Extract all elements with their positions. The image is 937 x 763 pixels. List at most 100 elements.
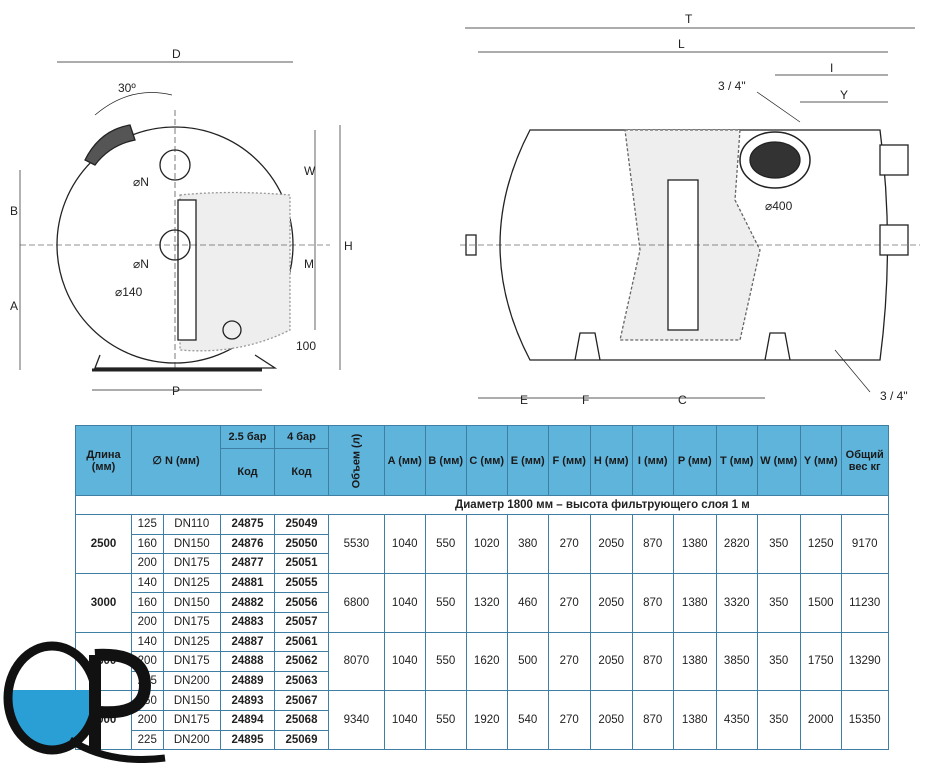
specs-table: Длина (мм) ∅ N (мм) 2.5 бар 4 бар Объем … <box>75 425 889 751</box>
dn-cell: DN175 <box>162 553 222 574</box>
value-cell: 1380 <box>672 690 717 751</box>
dim-D: D <box>172 47 181 61</box>
code-4-bar-cell: 25067 <box>274 690 329 711</box>
dim-C: C <box>678 393 687 407</box>
header-2-5-bar: 2.5 бар <box>220 425 275 449</box>
length-cell: 3000 <box>75 572 132 633</box>
dim-Y: Y <box>840 88 848 102</box>
code-4-bar-cell: 25057 <box>274 611 329 633</box>
header-n: ∅ N (мм) <box>131 425 221 496</box>
code-2-5-bar-cell: 24894 <box>220 709 275 731</box>
value-cell: 1040 <box>383 631 426 692</box>
value-cell: 500 <box>506 631 549 692</box>
code-2-5-bar-cell: 24887 <box>220 631 275 653</box>
value-cell: 9340 <box>328 690 385 751</box>
code-2-5-bar-cell: 24895 <box>220 729 275 751</box>
n-mm-cell: 160 <box>131 533 164 555</box>
code-4-bar-cell: 25050 <box>274 533 329 555</box>
value-cell: 550 <box>424 514 467 574</box>
length-cell: 2500 <box>75 514 132 574</box>
table-body: Диаметр 1800 мм – высота фильтрующего сл… <box>75 495 889 751</box>
n-mm-cell: 140 <box>131 631 164 653</box>
value-cell: 350 <box>756 690 801 751</box>
value-cell: 1500 <box>799 572 842 633</box>
header-T: T (мм) <box>715 425 758 496</box>
dn-cell: DN110 <box>162 514 222 535</box>
value-cell: 350 <box>756 514 801 574</box>
value-cell: 1040 <box>383 572 426 633</box>
value-cell: 1620 <box>465 631 508 692</box>
dim-P: P <box>172 384 180 398</box>
header-Y: Y (мм) <box>799 425 842 496</box>
dim-A: A <box>10 299 18 313</box>
value-cell: 1250 <box>799 514 842 574</box>
value-cell: 6800 <box>328 572 385 633</box>
dim-140: ⌀140 <box>115 285 143 299</box>
dim-N-mid: ⌀N <box>133 257 149 271</box>
dim-E: E <box>520 393 528 407</box>
header-weight: Общий вес кг <box>840 425 889 496</box>
dim-I: I <box>830 61 833 75</box>
value-cell: 1380 <box>672 631 717 692</box>
dim-N-top: ⌀N <box>133 175 149 189</box>
code-2-5-bar-cell: 24883 <box>220 611 275 633</box>
value-cell: 1020 <box>465 514 508 574</box>
value-cell: 13290 <box>840 631 889 692</box>
value-cell: 3850 <box>715 631 758 692</box>
header-W: W (мм) <box>756 425 801 496</box>
header-F: F (мм) <box>547 425 591 496</box>
code-2-5-bar-cell: 24882 <box>220 592 275 613</box>
value-cell: 1040 <box>383 514 426 574</box>
header-I: I (мм) <box>631 425 674 496</box>
front-view <box>460 27 920 399</box>
n-mm-cell: 140 <box>131 572 164 594</box>
value-cell: 8070 <box>328 631 385 692</box>
value-cell: 870 <box>631 514 674 574</box>
value-cell: 4350 <box>715 690 758 751</box>
dim-F: F <box>582 393 589 407</box>
value-cell: 550 <box>424 572 467 633</box>
value-cell: 550 <box>424 631 467 692</box>
value-cell: 1380 <box>672 514 717 574</box>
n-mm-cell: 200 <box>131 553 164 574</box>
code-2-5-bar-cell: 24876 <box>220 533 275 555</box>
value-cell: 2820 <box>715 514 758 574</box>
value-cell: 270 <box>547 690 591 751</box>
value-cell: 270 <box>547 514 591 574</box>
value-cell: 9170 <box>840 514 889 574</box>
value-cell: 5530 <box>328 514 385 574</box>
n-mm-cell: 200 <box>131 611 164 633</box>
code-2-5-bar-cell: 24877 <box>220 553 275 574</box>
header-volume: Объем (л) <box>328 425 385 496</box>
dim-B: B <box>10 204 18 218</box>
dimension-labels: D 30º B A W H M ⌀N ⌀N ⌀140 100 P T L I Y… <box>10 12 908 407</box>
code-2-5-bar-cell: 24881 <box>220 572 275 594</box>
dn-cell: DN175 <box>162 611 222 633</box>
dim-L: L <box>678 37 685 51</box>
side-view <box>19 61 341 391</box>
value-cell: 2050 <box>589 690 633 751</box>
dim-M: M <box>304 257 314 271</box>
header-H: H (мм) <box>589 425 633 496</box>
value-cell: 1320 <box>465 572 508 633</box>
n-mm-cell: 160 <box>131 592 164 613</box>
code-2-5-bar-cell: 24893 <box>220 690 275 711</box>
value-cell: 870 <box>631 690 674 751</box>
code-4-bar-cell: 25056 <box>274 592 329 613</box>
value-cell: 2050 <box>589 514 633 574</box>
code-4-bar-cell: 25062 <box>274 651 329 672</box>
header-4-bar: 4 бар <box>274 425 329 449</box>
dn-cell: DN200 <box>162 729 222 751</box>
code-2-5-bar-cell: 24889 <box>220 670 275 692</box>
value-cell: 350 <box>756 631 801 692</box>
code-4-bar-cell: 25055 <box>274 572 329 594</box>
